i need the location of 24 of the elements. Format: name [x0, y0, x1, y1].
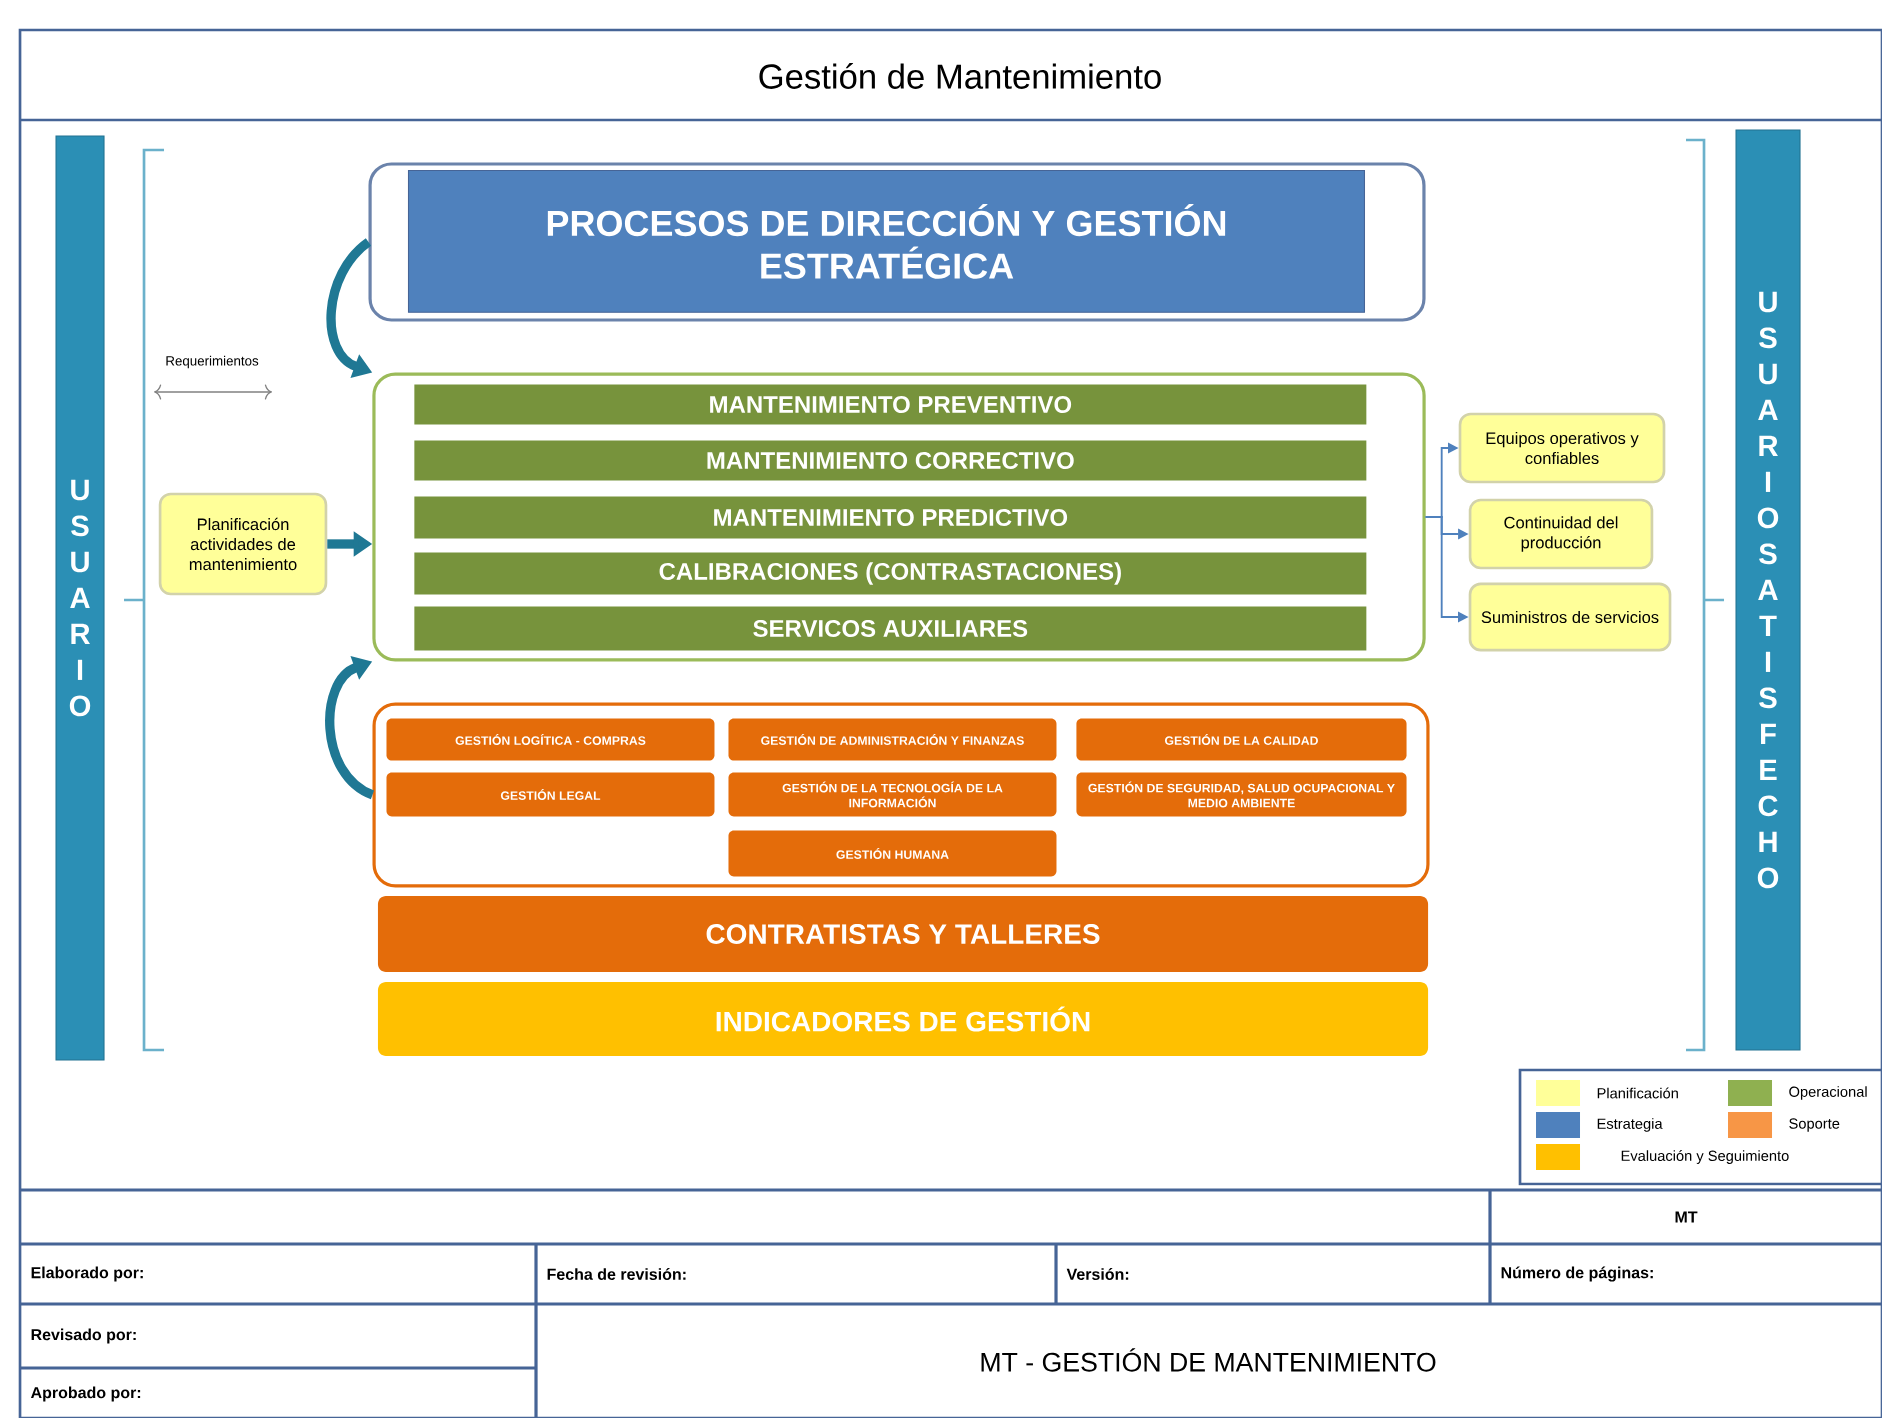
- info-box: Planificación actividades de mantenimiento: [158, 492, 328, 596]
- table-cell: MT - GESTIÓN DE MANTENIMIENTO: [981, 1348, 1436, 1372]
- table-cell: MT: [1675, 1211, 1698, 1223]
- info-box: Suministros de servicios: [1468, 582, 1672, 652]
- table-cell: Elaborado por:: [31, 1266, 143, 1282]
- vertical-bar: U S U A R I O S A T I S F E C H O: [1735, 129, 1801, 1051]
- arrow: [325, 656, 375, 800]
- process-bar: MANTENIMIENTO PREDICTIVO: [414, 496, 1367, 539]
- table-cell: Número de páginas:: [1501, 1266, 1653, 1282]
- process-bar: SERVICOS AUXILIARES: [414, 606, 1367, 651]
- table-cell: Versión:: [1066, 1268, 1129, 1280]
- process-bar: CALIBRACIONES (CONTRASTACIONES): [414, 552, 1367, 595]
- process-bar: MANTENIMIENTO CORRECTIVO: [414, 440, 1367, 481]
- process-bar: CONTRATISTAS Y TALLERES: [377, 896, 1429, 972]
- vertical-bar: U S U A R I O: [55, 135, 105, 1061]
- table-cell: Aprobado por:: [30, 1386, 141, 1402]
- table-cell: Revisado por:: [31, 1328, 136, 1344]
- info-box: Equipos operativos y confiables: [1458, 412, 1666, 484]
- process-bar: INDICADORES DE GESTIÓN: [377, 981, 1429, 1057]
- process-bar: MANTENIMIENTO PREVENTIVO: [414, 384, 1367, 425]
- title: Gestión de Mantenimiento: [759, 63, 1161, 89]
- table-cell: Fecha de revisión:: [547, 1268, 686, 1280]
- strategy-box: PROCESOS DE DIRECCIÓN Y GESTIÓN ESTRATÉGICA: [407, 169, 1365, 313]
- info-box: Continuidad del producción: [1468, 498, 1654, 570]
